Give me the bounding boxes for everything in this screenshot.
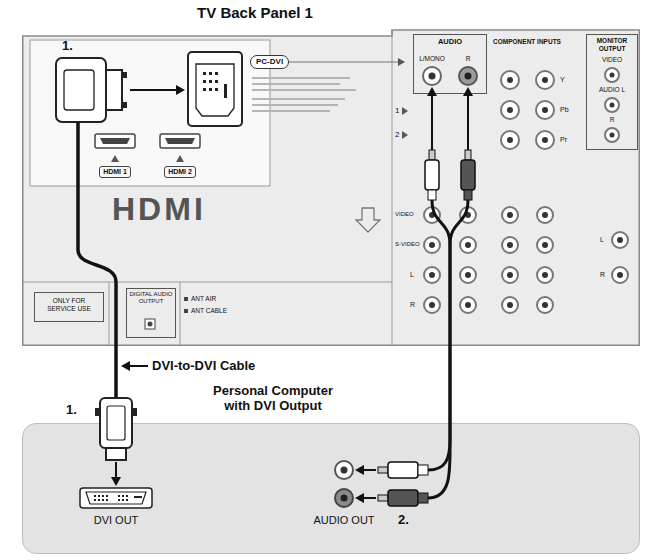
panel-label: HDMI: [112, 190, 206, 228]
service-port-box: ONLY FOR SERVICE USE: [34, 292, 104, 322]
label-anchor: L: [600, 236, 604, 244]
callout-number: 1.: [62, 38, 73, 54]
dvi-label-arrow: [121, 361, 148, 371]
label-anchor: VIDEO: [395, 211, 414, 218]
panel-label: Pr: [560, 136, 567, 144]
hdmi-badge: HDMI 2: [164, 166, 196, 178]
panel-label: VIDEO: [395, 211, 414, 218]
callout-number: 2: [395, 130, 399, 140]
tv-audio-plugs: [425, 87, 475, 200]
label-anchor: 1.: [62, 38, 73, 54]
label-anchor: HDMI: [112, 190, 206, 228]
optical-port: [145, 319, 155, 329]
digital-audio-box: DIGITAL AUDIO OUTPUT: [126, 288, 176, 338]
label-anchor: 1: [395, 106, 399, 116]
tv-dvi-port: [188, 52, 242, 126]
panel-label: L: [600, 236, 604, 244]
node-text: R: [450, 54, 486, 63]
node-heading: ONLY FOR SERVICE USE: [38, 297, 100, 313]
dvi-arrow: [130, 85, 185, 95]
label-anchor: DVI OUT: [76, 514, 156, 527]
hdmi-ports: [95, 134, 200, 162]
label-anchor: COMPONENT INPUTS: [490, 38, 564, 46]
dvi-cable: [78, 122, 116, 346]
pc-dvi-leader: [280, 58, 405, 66]
fine-print: [252, 78, 356, 111]
panel-label: Pb: [560, 106, 569, 114]
panel-label: ANT CABLE: [191, 307, 227, 315]
node-heading: MONITOR OUTPUT: [589, 37, 635, 53]
panel-label: L: [410, 271, 414, 279]
audio-cable-tv: [432, 200, 468, 346]
node-heading: HDMI 2: [168, 167, 192, 177]
node-text: R: [589, 116, 635, 124]
node-heading: HDMI 1: [103, 167, 127, 177]
input-subpanel: [30, 40, 270, 186]
label-anchor: S-VIDEO: [395, 241, 420, 248]
panel-label: Y: [560, 76, 565, 84]
audio-input-box: AUDIO L/MONOR: [413, 34, 487, 94]
node-heading: AUDIO: [414, 37, 486, 47]
node-heading: Personal Computer with DVI Output: [203, 383, 343, 413]
monitor-output-box: MONITOR OUTPUT VIDEO AUDIO L R: [586, 34, 638, 150]
panel-label: DVI-to-DVI Cable: [152, 358, 255, 374]
panel-label: AUDIO OUT: [294, 514, 394, 527]
label-anchor: R: [600, 271, 605, 279]
label-anchor: ANT AIR: [191, 295, 216, 303]
panel-ground: [22, 30, 640, 346]
label-anchor: R: [410, 301, 415, 309]
audio-cable-pc: [428, 423, 450, 498]
callout-number: 1.: [66, 402, 77, 418]
panel-label: COMPONENT INPUTS: [490, 38, 564, 46]
panel-label: DVI OUT: [76, 514, 156, 527]
node-heading: TV Back Panel 1: [105, 4, 405, 22]
label-anchor: 2: [395, 130, 399, 140]
label-anchor: Pr: [560, 136, 567, 144]
cable-connector: [448, 346, 452, 423]
panel-label: ANT AIR: [191, 295, 216, 303]
jack-centres: [429, 73, 623, 309]
row-markers: [402, 107, 408, 139]
node-text: L/MONO: [414, 54, 450, 63]
label-anchor: DVI-to-DVI Cable: [152, 358, 255, 374]
down-arrow-symbol: [356, 208, 380, 232]
label-anchor: 1.: [66, 402, 77, 418]
panel-dividers: [22, 30, 392, 346]
pc-dvi-plug: [95, 398, 137, 486]
callout-number: 2.: [398, 512, 409, 528]
pc-audio-jacks: [335, 461, 353, 507]
label-anchor: Pb: [560, 106, 569, 114]
node-text: VIDEO: [589, 56, 635, 64]
node-heading: DIGITAL AUDIO OUTPUT: [129, 291, 173, 305]
node-text: AUDIO L: [589, 86, 635, 94]
hdmi-badge: HDMI 1: [99, 166, 131, 178]
label-anchor: L: [410, 271, 414, 279]
callout-number: 1: [395, 106, 399, 116]
antenna-markers: [184, 297, 188, 313]
audio-jacks: [423, 67, 477, 85]
label-anchor: AUDIO OUT: [294, 514, 394, 527]
node-heading: PC-DVI: [256, 57, 283, 67]
panel-label: R: [410, 301, 415, 309]
rca-jacks: [424, 68, 628, 313]
port-tag: PC-DVI: [250, 55, 289, 69]
panel-label: R: [600, 271, 605, 279]
pc-dvi-port: [80, 488, 152, 508]
panel-outline-shape: [23, 30, 640, 345]
label-anchor: ANT CABLE: [191, 307, 227, 315]
label-anchor: Y: [560, 76, 565, 84]
panel-label: S-VIDEO: [395, 241, 420, 248]
label-anchor: 2.: [398, 512, 409, 528]
pc-audio-plugs: [355, 462, 428, 506]
tv-dvi-plug: [56, 58, 127, 122]
